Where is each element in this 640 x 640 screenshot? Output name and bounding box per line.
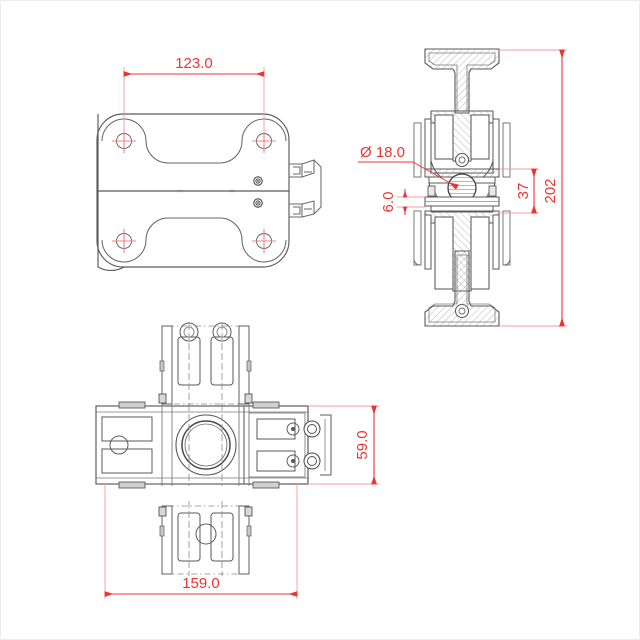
dim-body-depth: 59.0	[308, 405, 379, 485]
upper-rail-profile	[424, 48, 500, 114]
plate-outline	[96, 113, 290, 271]
dim-shaft-diameter: Ø 18.0	[358, 144, 459, 190]
dim-label-shaft-diameter: Ø 18.0	[360, 144, 405, 161]
central-boss-inner	[184, 423, 228, 467]
central-boss-outer	[175, 414, 237, 476]
upper-arm-assembly	[158, 322, 253, 407]
leader-line	[412, 161, 459, 190]
dim-label-plate-width: 123.0	[175, 55, 213, 72]
plate-side-bracket	[289, 159, 322, 218]
dim-plate-width: 123.0	[123, 55, 265, 134]
lower-trolley-frame	[413, 210, 511, 292]
dim-inner-height: 37	[499, 168, 539, 214]
plate-bolt-upper	[253, 176, 263, 186]
dim-label-inner-height: 37	[515, 183, 532, 200]
fastener-upper	[303, 420, 321, 438]
fastener-lower	[303, 452, 321, 470]
dim-overall-height: 202	[499, 49, 567, 327]
dim-label-overall-width: 159.0	[182, 575, 220, 592]
upper-trolley-frame	[413, 110, 511, 178]
central-boss-mid	[181, 420, 231, 470]
lower-arm-assembly	[158, 501, 253, 576]
dim-label-gap-height: 6.0	[380, 192, 397, 213]
mounting-hole-bottom-left	[111, 228, 137, 254]
bottom-plan-view	[95, 322, 332, 576]
pivot-bore	[454, 152, 470, 168]
lower-pivot-bore	[454, 303, 470, 319]
right-section-view	[413, 48, 511, 327]
dim-label-body-depth: 59.0	[354, 430, 371, 459]
mounting-hole-bottom-right	[251, 228, 277, 254]
dim-label-overall-height: 202	[542, 178, 559, 203]
plate-bolt-lower	[253, 198, 263, 208]
top-view-plate	[96, 113, 322, 271]
main-body-plan	[95, 401, 332, 489]
dim-overall-width: 159.0	[104, 484, 298, 599]
dim-gap-height: 6.0	[380, 189, 425, 215]
